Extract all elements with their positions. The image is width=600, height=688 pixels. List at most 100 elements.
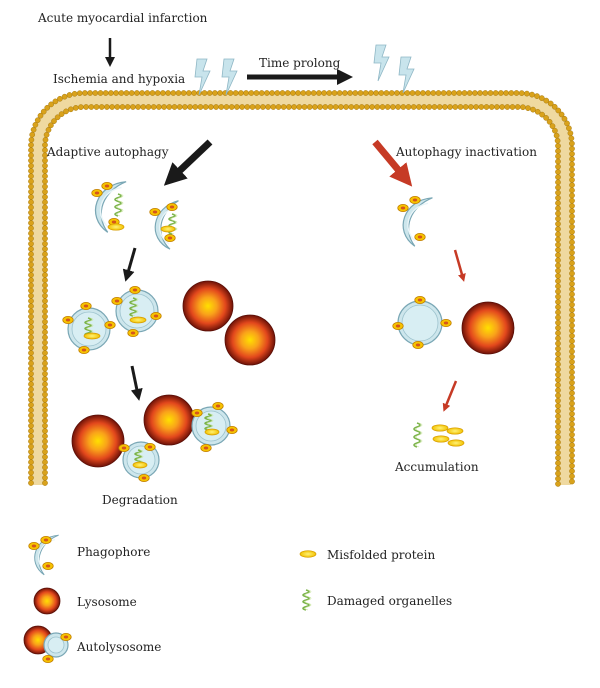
membrane-head-inner [32, 121, 39, 128]
membrane-head-inner [269, 90, 275, 96]
membrane-head-outer [45, 127, 52, 133]
membrane-head-outer [42, 391, 48, 398]
membrane-head-inner [513, 90, 520, 96]
membrane-head-inner [97, 90, 104, 96]
receptor-dot [212, 401, 224, 410]
membrane-head-outer [555, 397, 561, 404]
membrane-head-outer [447, 104, 453, 110]
membrane-head-outer [182, 104, 188, 110]
membrane-head-outer [218, 104, 225, 110]
membrane-head-inner [569, 270, 575, 277]
membrane-head-inner [175, 90, 182, 96]
membrane-head-inner [569, 364, 575, 370]
damaged-organelle-icon [204, 413, 214, 431]
phagophore-icon [402, 197, 433, 247]
membrane-head-inner [28, 183, 34, 190]
legend-damaged-organelle-icon [302, 589, 312, 611]
membrane-head-inner [154, 90, 161, 96]
membrane-head-outer [42, 266, 48, 273]
membrane-head-inner [232, 90, 239, 96]
membrane-head-outer [348, 104, 355, 110]
membrane-head-inner [28, 469, 34, 476]
membrane-head-inner [373, 90, 379, 96]
legend-phagophore-label: Phagophore [77, 545, 151, 559]
membrane-head-outer [436, 104, 443, 110]
membrane-head-inner [446, 90, 452, 96]
membrane-head-inner [28, 355, 34, 362]
legend-autolysosome-label: Autolysosome [77, 640, 162, 654]
receptor-dot [166, 202, 178, 211]
membrane-head-outer [306, 104, 313, 110]
membrane-head-inner [569, 353, 575, 360]
membrane-head-outer [42, 459, 48, 466]
membrane-head-outer [187, 104, 193, 110]
membrane-head-outer [555, 299, 561, 305]
membrane-head-outer [405, 104, 412, 110]
membrane-head-inner [28, 266, 34, 273]
membrane-head-outer [42, 313, 48, 320]
membrane-head-outer [555, 434, 561, 440]
membrane-head-inner [28, 235, 34, 242]
damaged-organelle-icon [129, 297, 139, 317]
membrane-head-inner [28, 188, 34, 195]
membrane-head-outer [42, 396, 48, 403]
membrane-head-outer [332, 104, 339, 110]
membrane-head-outer [63, 108, 69, 115]
membrane-head-outer [555, 262, 561, 269]
receptor-dot [397, 203, 409, 212]
membrane-head-outer [42, 454, 48, 460]
autophagosome-icon [115, 289, 159, 333]
receptor-dot [200, 443, 212, 452]
membrane-head-outer [296, 104, 303, 110]
right-step-arrow-2 [442, 380, 458, 412]
membrane-head-outer [555, 153, 561, 160]
membrane-head-outer [42, 209, 48, 216]
membrane-head-inner [569, 307, 575, 313]
cell-membrane [28, 90, 575, 487]
membrane-head-outer [555, 319, 561, 326]
membrane-head-outer [462, 104, 469, 110]
misfolded-protein-icon [432, 435, 450, 443]
membrane-head-outer [555, 278, 561, 284]
membrane-head-inner [569, 452, 575, 459]
membrane-head-inner [28, 344, 34, 351]
membrane-head-outer [369, 104, 375, 110]
membrane-head-inner [569, 234, 575, 240]
membrane-head-outer [228, 104, 235, 110]
membrane-head-outer [42, 214, 48, 221]
membrane-head-outer [520, 104, 526, 111]
membrane-head-outer [119, 104, 126, 110]
membrane-head-outer [42, 303, 48, 310]
membrane-head-outer [42, 225, 48, 232]
membrane-head-outer [555, 267, 561, 274]
membrane-head-outer [42, 370, 48, 377]
membrane-head-inner [28, 157, 34, 164]
membrane-head-outer [42, 178, 48, 185]
membrane-head-inner [336, 90, 343, 96]
membrane-head-outer [42, 324, 48, 330]
membrane-head-inner [34, 117, 41, 124]
membrane-head-inner [394, 90, 400, 96]
membrane-head-outer [42, 230, 48, 237]
receptor-dot [129, 285, 141, 294]
membrane-head-inner [212, 90, 218, 96]
membrane-head-inner [569, 229, 575, 235]
membrane-head-outer [42, 292, 48, 299]
membrane-head-outer [473, 104, 479, 110]
membrane-head-inner [264, 90, 270, 96]
membrane-head-inner [44, 104, 51, 111]
membrane-head-inner [569, 218, 575, 225]
membrane-head-inner [28, 329, 34, 336]
membrane-head-outer [555, 179, 561, 186]
membrane-head-inner [569, 281, 575, 287]
membrane-head-inner [524, 90, 530, 97]
membrane-head-outer [312, 104, 318, 110]
membrane-head-inner [28, 303, 34, 310]
membrane-head-inner [28, 136, 35, 143]
membrane-head-outer [555, 439, 561, 446]
membrane-head-outer [555, 215, 561, 222]
membrane-head-outer [197, 104, 204, 110]
membrane-head-inner [28, 454, 34, 460]
membrane-head-outer [42, 188, 48, 195]
membrane-head-inner [569, 390, 575, 396]
